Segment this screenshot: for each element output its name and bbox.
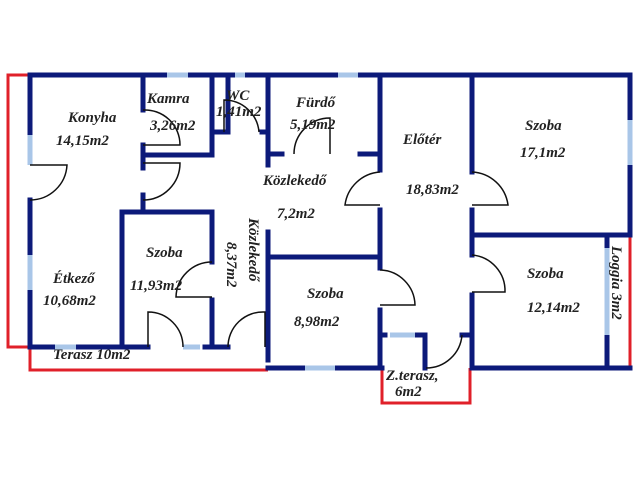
room-area-szoba-3: 8,98m2 <box>294 314 340 330</box>
room-labels: Konyha 14,15m2 Kamra 3,26m2 WC 1,41m2 Fü… <box>43 88 624 400</box>
room-name-etkezo: Étkező <box>52 270 96 287</box>
room-name-eloter: Előtér <box>402 132 441 148</box>
room-name-wc: WC <box>226 88 250 104</box>
room-area-kozlekedo-1: 7,2m2 <box>277 206 315 222</box>
room-name-kamra: Kamra <box>146 91 190 107</box>
room-name-szoba-3: Szoba <box>307 286 344 302</box>
room-area-wc: 1,41m2 <box>216 104 262 120</box>
room-name-zterasz: Z.terasz, <box>385 368 439 384</box>
room-area-etkezo: 10,68m2 <box>43 293 96 309</box>
room-label-terasz: Terasz 10m2 <box>53 347 131 363</box>
room-area-zterasz: 6m2 <box>395 384 422 400</box>
room-area-szoba-1: 17,1m2 <box>520 145 566 161</box>
door-swings <box>29 99 509 369</box>
room-name-konyha: Konyha <box>67 110 117 126</box>
room-name-furdo: Fürdő <box>295 95 337 111</box>
room-area-kozlekedo-2: 8,37m2 <box>223 242 239 288</box>
room-name-kozlekedo-2: Közlekedő <box>245 217 261 283</box>
room-area-szoba-2: 11,93m2 <box>130 278 183 294</box>
room-name-kozlekedo-1: Közlekedő <box>262 173 328 189</box>
walls <box>27 72 633 371</box>
room-name-szoba-4: Szoba <box>527 266 564 282</box>
room-area-konyha: 14,15m2 <box>56 133 109 149</box>
room-label-loggia: Loggia 3m2 <box>608 245 624 320</box>
room-area-kamra: 3,26m2 <box>149 118 196 134</box>
room-name-szoba-2: Szoba <box>146 245 183 261</box>
room-area-eloter: 18,83m2 <box>406 182 459 198</box>
room-name-szoba-1: Szoba <box>525 118 562 134</box>
room-area-furdo: 5,19m2 <box>290 117 336 133</box>
terrace-outlines <box>6 73 632 405</box>
room-area-szoba-4: 12,14m2 <box>527 300 580 316</box>
windows <box>27 72 633 371</box>
